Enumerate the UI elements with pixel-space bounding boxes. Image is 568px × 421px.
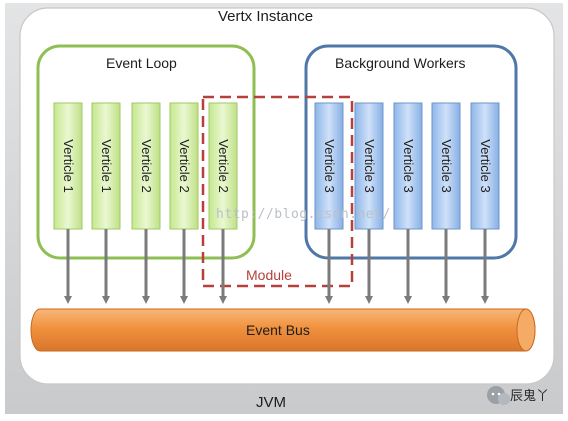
verticle-label: Verticle 1 — [61, 139, 76, 193]
event-bus — [30, 308, 536, 352]
verticle-label: Verticle 3 — [478, 139, 493, 193]
watermark-text: http://blog.csdn.net/ — [216, 207, 391, 222]
verticle-label: Verticle 2 — [216, 139, 231, 193]
verticle-label: Verticle 3 — [439, 139, 454, 193]
verticle-label: Verticle 3 — [401, 139, 416, 193]
workers-label: Background Workers — [335, 55, 466, 71]
worker-verticle — [431, 102, 461, 230]
worker-verticle — [354, 102, 384, 230]
event-bus-label: Event Bus — [246, 322, 310, 338]
chat-bubble-icon — [487, 386, 510, 405]
event-loop-verticle — [91, 102, 121, 230]
worker-verticle — [393, 102, 423, 230]
instance-label: Vertx Instance — [218, 8, 314, 25]
event-loop-verticle — [53, 102, 83, 230]
event-loop-verticle — [169, 102, 199, 230]
worker-verticle — [470, 102, 500, 230]
verticle-label: Verticle 1 — [99, 139, 114, 193]
jvm-label: JVM — [256, 394, 286, 411]
module-boundary — [201, 95, 354, 288]
verticle-label: Verticle 2 — [177, 139, 192, 193]
verticle-label: Verticle 3 — [362, 139, 377, 193]
module-label: Module — [246, 267, 292, 283]
arrows — [64, 229, 489, 304]
badge-text: 辰鬼丫 — [510, 388, 550, 403]
verticle-label: Verticle 2 — [139, 139, 154, 193]
event-loop-label: Event Loop — [106, 55, 177, 71]
verticle-label: Verticle 3 — [322, 139, 337, 193]
